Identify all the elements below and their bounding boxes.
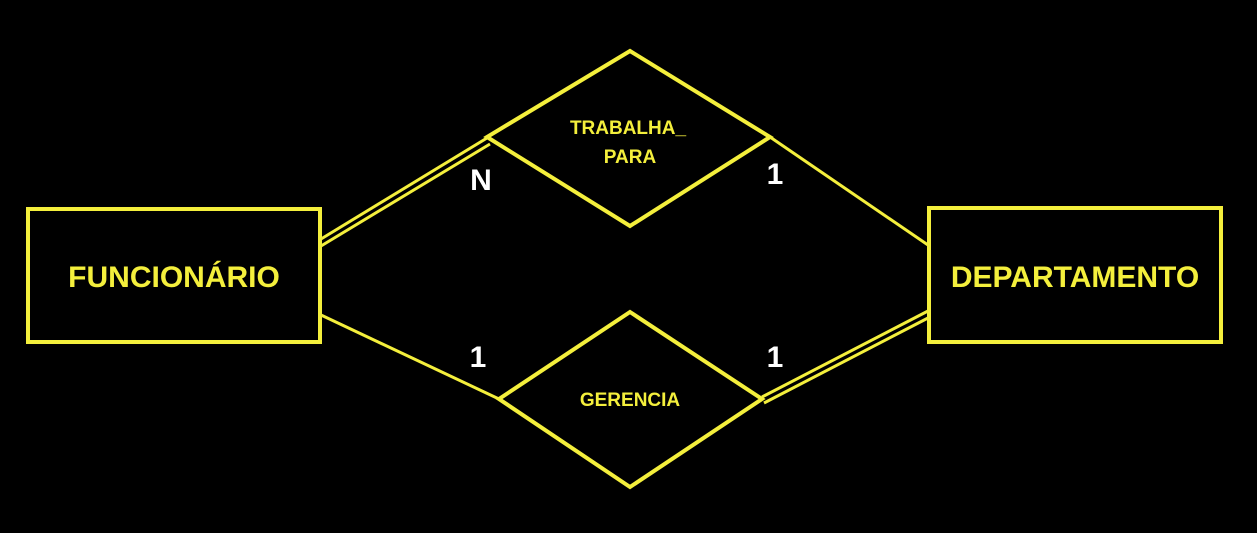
- relationship-trabalha-para-label-line1: TRABALHA_: [570, 118, 687, 139]
- cardinality-gerencia-funcionario: 1: [470, 341, 487, 374]
- entity-funcionario-label: FUNCIONÁRIO: [68, 260, 280, 294]
- cardinality-gerencia-departamento: 1: [767, 341, 784, 374]
- connector-gerencia-departamento-outer: [761, 309, 929, 399]
- connector-trabalha-para-funcionario-outer: [320, 136, 488, 241]
- entity-departamento-box: [927, 206, 1223, 344]
- connector-trabalha-para-departamento: [769, 135, 929, 247]
- entity-funcionario-box: [26, 207, 322, 344]
- relationship-gerencia-label: GERENCIA: [580, 390, 681, 411]
- relationship-gerencia-diamond: [495, 309, 766, 490]
- cardinality-trabalha-para-funcionario: N: [470, 164, 492, 197]
- relationship-trabalha-para-diamond: [483, 48, 774, 229]
- entity-departamento-label: DEPARTAMENTO: [951, 261, 1199, 294]
- connector-gerencia-funcionario: [320, 313, 500, 401]
- connector-trabalha-para-funcionario-inner: [320, 142, 491, 248]
- cardinality-trabalha-para-departamento: 1: [767, 158, 784, 191]
- connector-gerencia-departamento-inner: [763, 316, 929, 405]
- relationship-trabalha-para-label-line2: PARA: [604, 147, 657, 168]
